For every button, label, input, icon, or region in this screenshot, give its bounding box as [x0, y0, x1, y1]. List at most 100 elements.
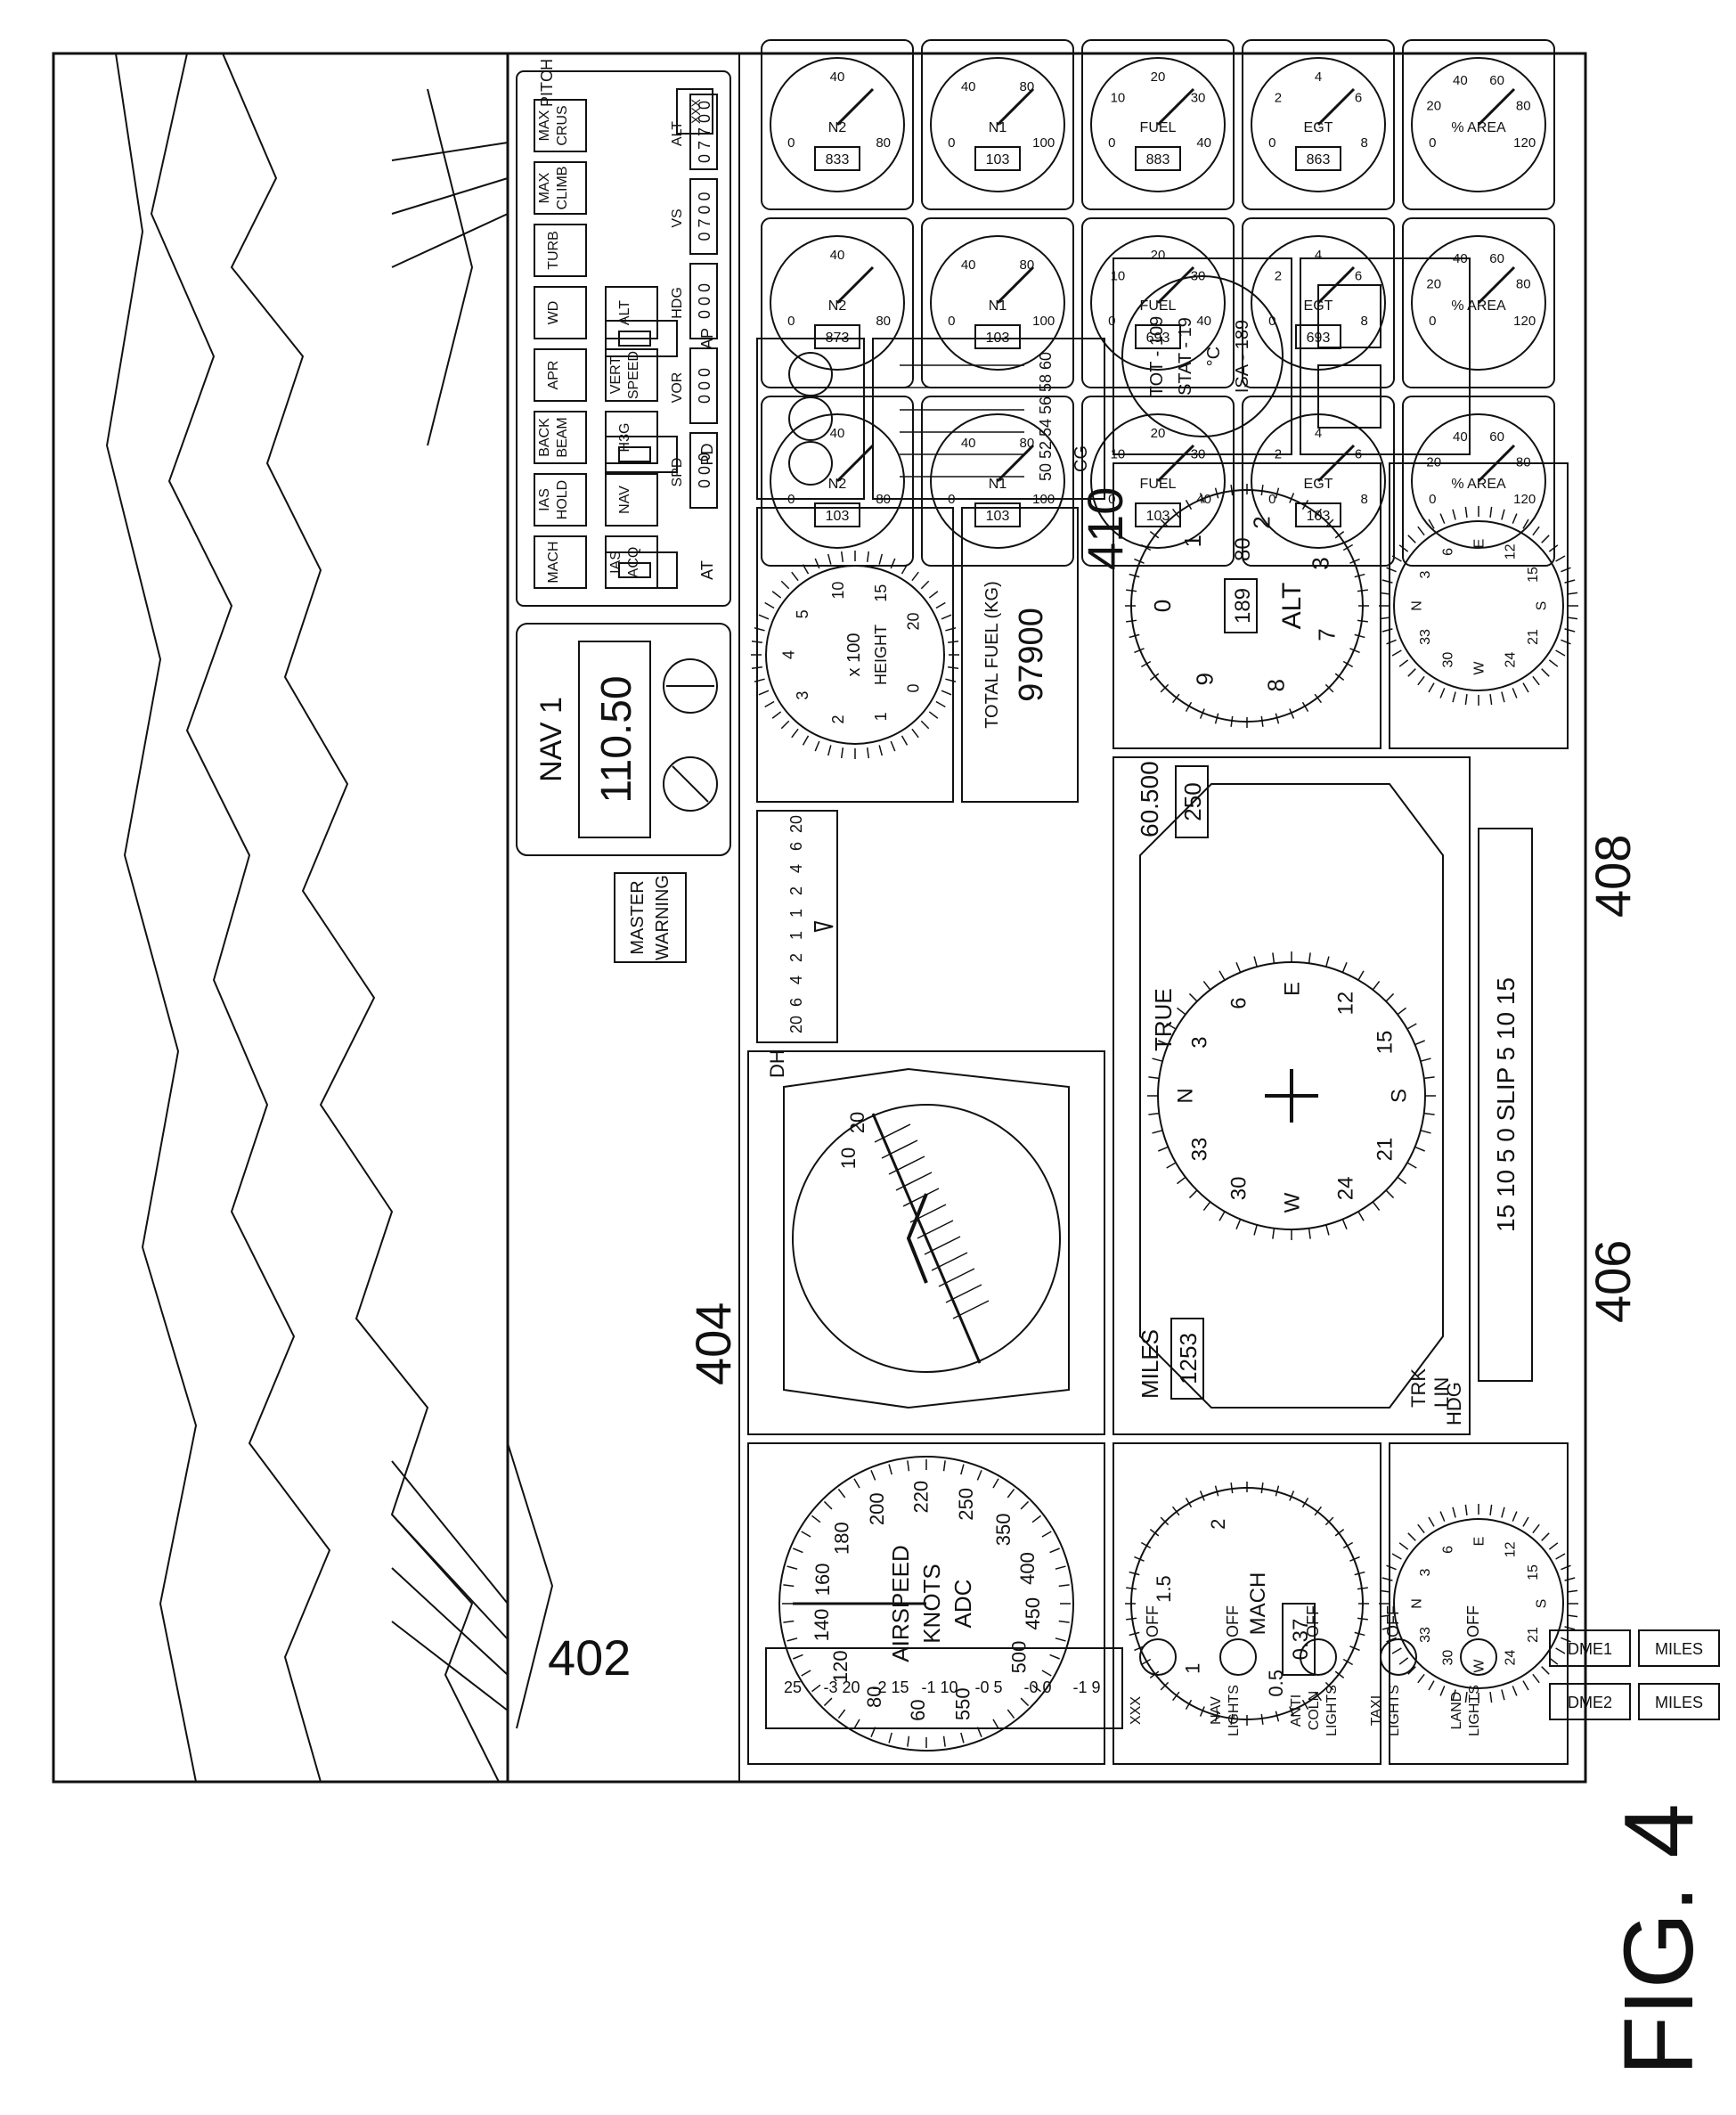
ap-button-label-back-beam-1: BEAM	[555, 417, 570, 457]
ap-button-label-apr-0: APR	[546, 361, 561, 390]
ap-switch-at[interactable]: AT	[605, 551, 716, 589]
ap-switch-pd[interactable]: PD	[605, 436, 716, 473]
mach-tick-label-tick	[1342, 1658, 1354, 1666]
hsi-compass-label-tick	[1235, 1219, 1242, 1229]
mach-tick-label-tick	[1342, 1541, 1354, 1549]
alt-tick-label-tick	[1354, 573, 1365, 578]
ap-button-wd[interactable]: WD	[534, 286, 587, 339]
pitch-ladder-line	[874, 1123, 911, 1143]
mach-tick-label-tick	[1334, 1670, 1345, 1678]
mach-tick-label-tick	[1140, 1658, 1152, 1666]
light-state-xxx: OFF	[1144, 1605, 1161, 1637]
ref-404: 404	[685, 1302, 741, 1385]
figure-label: FIG. 4	[1604, 1803, 1714, 2076]
engine-needle	[835, 444, 875, 483]
engine-tick-2-2-1: 10	[1111, 446, 1126, 461]
engine-tick-2-0-0: 0	[1108, 135, 1115, 151]
ap-button-alt[interactable]: ALT	[605, 286, 658, 339]
height-tick-label-tick	[754, 678, 765, 683]
height-tick-label-tick	[814, 740, 820, 752]
engine-tick-2-2-2: 20	[1151, 426, 1166, 441]
mach-tick-label-tick	[1314, 1506, 1322, 1516]
engine-readout-3-0: 863	[1307, 152, 1331, 167]
hsi-miles-value: 1253	[1175, 1333, 1202, 1384]
engine-tick-4-0-2: 40	[1453, 73, 1468, 88]
ap-button-label-vert-speed-0: VERT	[608, 356, 623, 395]
compass408-label-tick	[1439, 513, 1446, 524]
pitch-ladder-line	[924, 1236, 961, 1255]
alt-tick-label-tick	[1230, 485, 1234, 496]
mach-tick-label-tick	[1160, 1516, 1170, 1526]
ap-button-label-max-crus-0: MAX	[537, 110, 552, 141]
compass406-label-0: N	[1410, 1598, 1425, 1609]
light-state-taxi: OFF	[1384, 1605, 1402, 1637]
ap-switch-ap[interactable]: AP	[605, 320, 716, 357]
light-label-taxi-0: TAXI	[1369, 1695, 1384, 1726]
hsi-compass-label-tick	[1414, 1146, 1425, 1152]
trim-tick-3: -1 10	[921, 1678, 958, 1696]
height-tick-label-2: 2	[829, 715, 847, 723]
compass408-label-tick	[1561, 567, 1571, 573]
engine-needle	[1156, 265, 1195, 305]
slip-scale: 15 10 5 0 SLIP 5 10 15	[1492, 977, 1520, 1232]
alt-tick-label-tick	[1160, 683, 1170, 693]
pitch-ladder-line	[952, 1300, 990, 1319]
ap-button-turb[interactable]: TURB	[534, 224, 587, 277]
airspeed-tick-label-tick	[811, 1515, 821, 1523]
height-tick-label-tick	[827, 553, 832, 565]
alt-tick-label-tick	[1289, 708, 1295, 719]
ref-406: 406	[1585, 1240, 1641, 1323]
engine-tick-2-0-3: 30	[1191, 90, 1206, 105]
ap-button-nav[interactable]: NAV	[605, 473, 658, 527]
height-tick-label-tick	[911, 571, 919, 582]
engine-tick-3-1-0: 0	[1268, 314, 1276, 329]
nav-tune-knob-right[interactable]	[663, 658, 718, 714]
nav-tune-knob-left[interactable]	[663, 756, 718, 812]
temp-line-1: STAT - 19	[1176, 317, 1195, 396]
airspeed-tick-label-tick	[1058, 1620, 1070, 1623]
hsi-hdg-label: HDG	[1443, 1382, 1465, 1425]
alt-tick-label-tick	[1129, 633, 1140, 639]
trim-tick-2: -2 15	[872, 1678, 909, 1696]
compass406-label-tick	[1407, 1532, 1416, 1541]
ap-button-apr[interactable]: APR	[534, 348, 587, 402]
hsi-compass-label-tick	[1202, 981, 1211, 991]
hsi-compass-label-3: E	[1280, 982, 1304, 996]
master-warning-button[interactable]: MASTER WARNING	[614, 872, 687, 963]
hsi-compass-label-tick	[1166, 1023, 1177, 1030]
compass406-label-2: 6	[1441, 1546, 1456, 1554]
outside-view	[105, 53, 554, 1783]
hsi-compass-label-tick	[1385, 1189, 1395, 1199]
height-scale-label: x 100	[844, 633, 864, 677]
height-tick-label-5: 5	[794, 609, 811, 618]
compass406-label-tick	[1541, 1532, 1550, 1541]
light-label-land-1: LIGHTS	[1467, 1685, 1482, 1736]
trim-tick-5: -0 0	[1023, 1678, 1051, 1696]
hsi-compass-label-tick	[1152, 1058, 1163, 1062]
compass406-label-11: 33	[1418, 1627, 1433, 1643]
engine-tick-1-2-0: 0	[948, 492, 955, 507]
engine-label-4-1: % AREA	[1451, 298, 1506, 314]
ap-button-mach[interactable]: MACH	[534, 535, 587, 589]
alt-tick-label-tick	[1275, 487, 1280, 499]
airspeed-tick-label-tick	[1041, 1531, 1052, 1538]
engine-tick-1-0-1: 40	[961, 79, 976, 94]
trim-scale-column: 25-3 20-2 15-1 10-0 5-0 0-1 9	[765, 1647, 1123, 1729]
trim-tick-0: 25	[784, 1678, 802, 1696]
height-tick-label-tick	[751, 666, 762, 670]
hsi-compass-label-tick	[1152, 1130, 1163, 1134]
alt-tick-label-1: 1	[1179, 535, 1206, 547]
